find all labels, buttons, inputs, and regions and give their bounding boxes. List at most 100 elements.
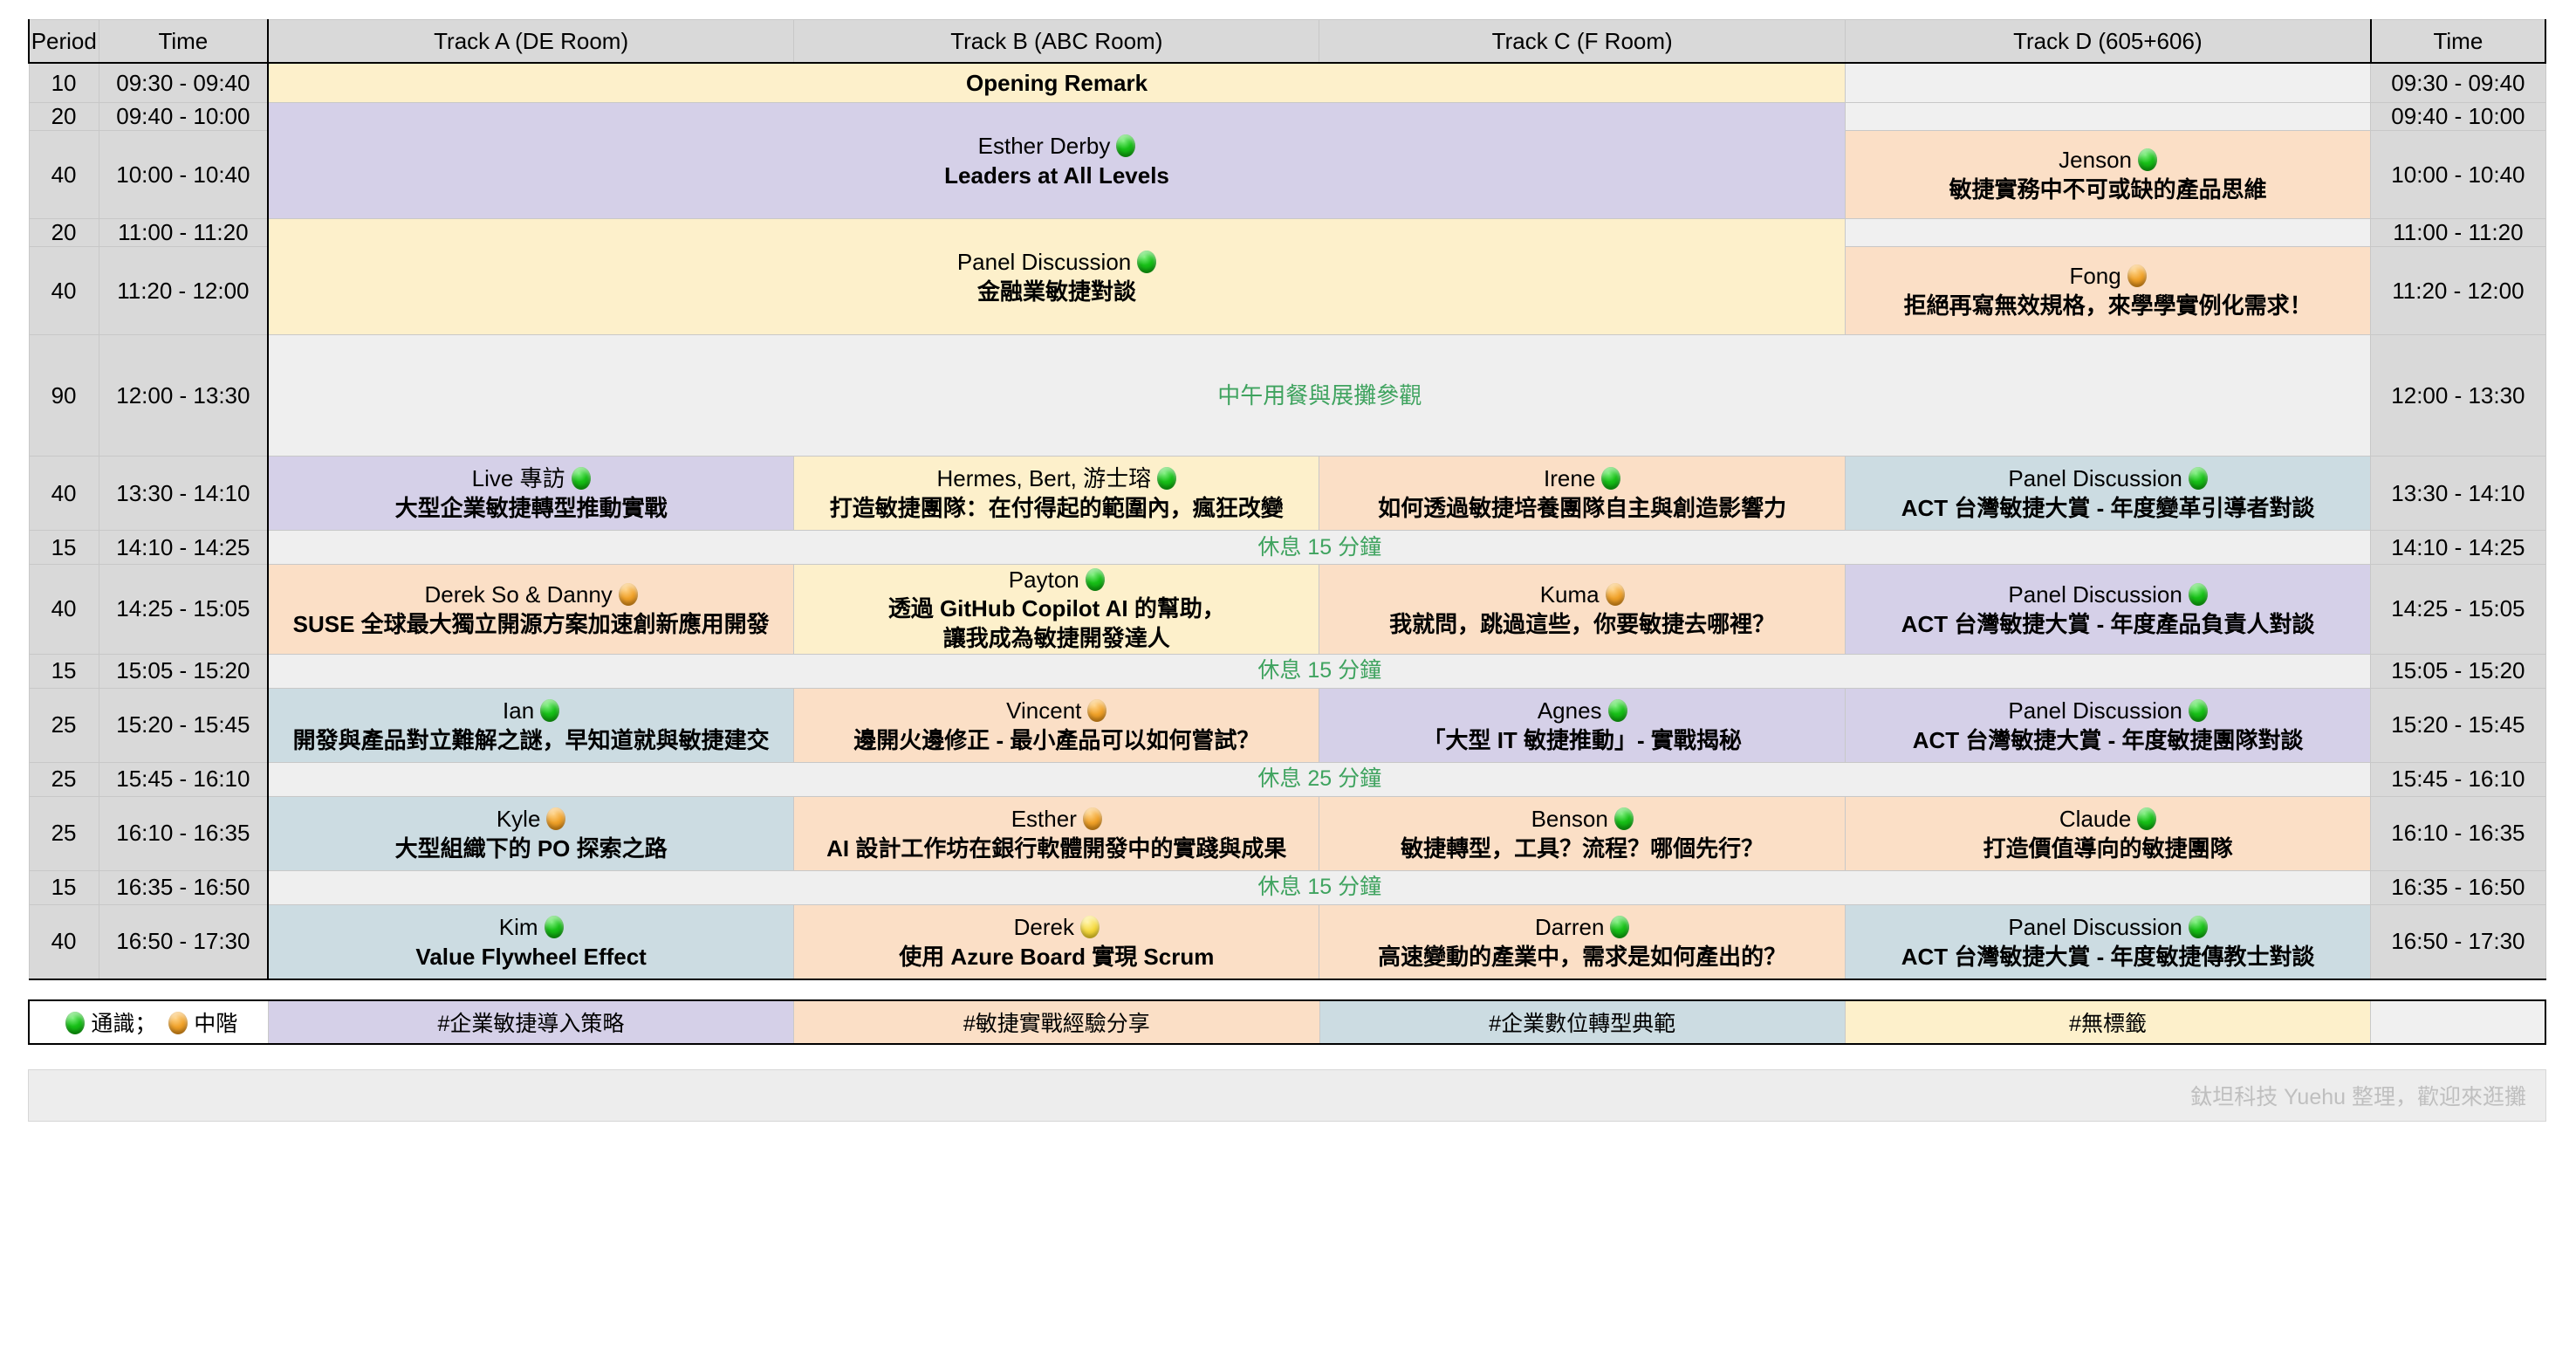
row-time-left: 14:25 - 15:05 — [98, 564, 269, 655]
green-dot-icon — [1116, 134, 1136, 157]
break-row: 休息 15 分鐘 — [267, 653, 2372, 689]
break-label: 休息 15 分鐘 — [1257, 875, 1382, 900]
yellow-dot-icon — [1079, 915, 1100, 938]
session-speaker: Hermes, Bert, 游士瑢 — [795, 464, 1319, 493]
orange-dot-icon — [1087, 698, 1107, 722]
row-period: 15 — [28, 653, 99, 689]
session-speaker: Darren — [1320, 912, 1844, 942]
legend-tag-1[interactable]: #敏捷實戰經驗分享 — [793, 999, 1320, 1045]
session-speaker: Panel Discussion — [1846, 464, 2369, 493]
orange-dot-icon — [168, 1011, 188, 1034]
session-track-a[interactable]: Live 專訪大型企業敏捷轉型推動實戰 — [267, 456, 795, 531]
row-time-right: 09:40 - 10:00 — [2370, 102, 2546, 131]
row-time-left: 13:30 - 14:10 — [98, 456, 269, 531]
session-title: 敏捷實務中不可或缺的產品思維 — [1949, 176, 2267, 203]
session-title: 透過 GitHub Copilot AI 的幫助，讓我成為敏捷開發達人 — [887, 595, 1225, 652]
session-speaker: Benson — [1320, 804, 1844, 834]
legend-bar: 通識； 中階 #企業敏捷導入策略 #敏捷實戰經驗分享 #企業數位轉型典範 #無標… — [27, 999, 2547, 1045]
green-dot-icon — [1085, 568, 1105, 591]
row-time-right: 15:20 - 15:45 — [2370, 687, 2546, 763]
row-period: 25 — [28, 795, 99, 871]
green-dot-icon — [2188, 698, 2208, 722]
break-label: 休息 15 分鐘 — [1257, 534, 1382, 560]
session-title: 高速變動的產業中，需求是如何產出的？ — [1378, 943, 1787, 970]
row-time-right: 15:05 - 15:20 — [2370, 653, 2546, 689]
session-track-b[interactable]: Hermes, Bert, 游士瑢打造敏捷團隊：在付得起的範圍內，瘋狂改變 — [793, 456, 1320, 531]
col-header-time-right: Time — [2369, 19, 2547, 64]
conference-schedule-table: Period Time Track A (DE Room) Track B (A… — [27, 19, 2547, 980]
session-speaker: Panel Discussion — [1846, 912, 2369, 942]
row-time-right: 13:30 - 14:10 — [2370, 456, 2546, 531]
session-empty-track-d — [1844, 62, 2372, 103]
session-title: SUSE 全球最大獨立開源方案加速創新應用開發 — [292, 610, 770, 637]
session-speaker: Panel Discussion — [1846, 580, 2369, 609]
green-dot-icon — [1613, 807, 1634, 830]
row-time-left: 11:20 - 12:00 — [98, 246, 269, 335]
row-time-right: 10:00 - 10:40 — [2370, 130, 2546, 219]
session-speaker: Claude — [1846, 804, 2369, 834]
green-dot-icon — [544, 915, 564, 938]
row-time-right: 09:30 - 09:40 — [2370, 62, 2546, 103]
green-dot-icon — [1601, 466, 1621, 490]
row-time-left: 15:20 - 15:45 — [98, 687, 269, 763]
session-speaker: Kim — [270, 912, 792, 942]
session-empty-track-d — [1844, 218, 2372, 247]
session-opening-remark[interactable]: Opening Remark — [267, 62, 1846, 103]
legend-tag-3[interactable]: #無標籤 — [1844, 999, 2372, 1045]
row-period: 20 — [28, 102, 99, 131]
session-title: ACT 台灣敏捷大賞 - 年度敏捷團隊對談 — [1912, 726, 2304, 753]
green-dot-icon — [65, 1011, 86, 1034]
session-speaker: Fong — [1846, 261, 2369, 291]
legend-level-general: 通識； — [91, 1011, 157, 1036]
session-speaker: Payton — [795, 565, 1319, 594]
row-time-left: 16:50 - 17:30 — [98, 903, 269, 980]
session-track-c[interactable]: Agnes「大型 IT 敏捷推動」- 實戰揭秘 — [1319, 687, 1846, 763]
session-title: 「大型 IT 敏捷推動」- 實戰揭秘 — [1422, 726, 1742, 753]
legend-tag-0[interactable]: #企業敏捷導入策略 — [267, 999, 795, 1045]
session-title: 大型組織下的 PO 探索之路 — [394, 834, 668, 862]
row-time-right: 11:00 - 11:20 — [2370, 218, 2546, 247]
session-title: 敏捷轉型，工具？流程？哪個先行？ — [1401, 834, 1764, 862]
row-time-right: 16:35 - 16:50 — [2370, 869, 2546, 905]
legend-tag-2[interactable]: #企業數位轉型典範 — [1319, 999, 1846, 1045]
session-title: ACT 台灣敏捷大賞 - 年度變革引導者對談 — [1901, 495, 2315, 521]
footer-bar: 鈦坦科技 Yuehu 整理，歡迎來逛攤 — [28, 1068, 2546, 1122]
orange-dot-icon — [546, 807, 566, 830]
row-period: 20 — [28, 218, 99, 247]
row-time-left: 12:00 - 13:30 — [98, 334, 269, 457]
session-speaker: Irene — [1320, 464, 1844, 493]
green-dot-icon — [540, 698, 560, 722]
session-speaker: Derek So & Danny — [270, 580, 792, 609]
